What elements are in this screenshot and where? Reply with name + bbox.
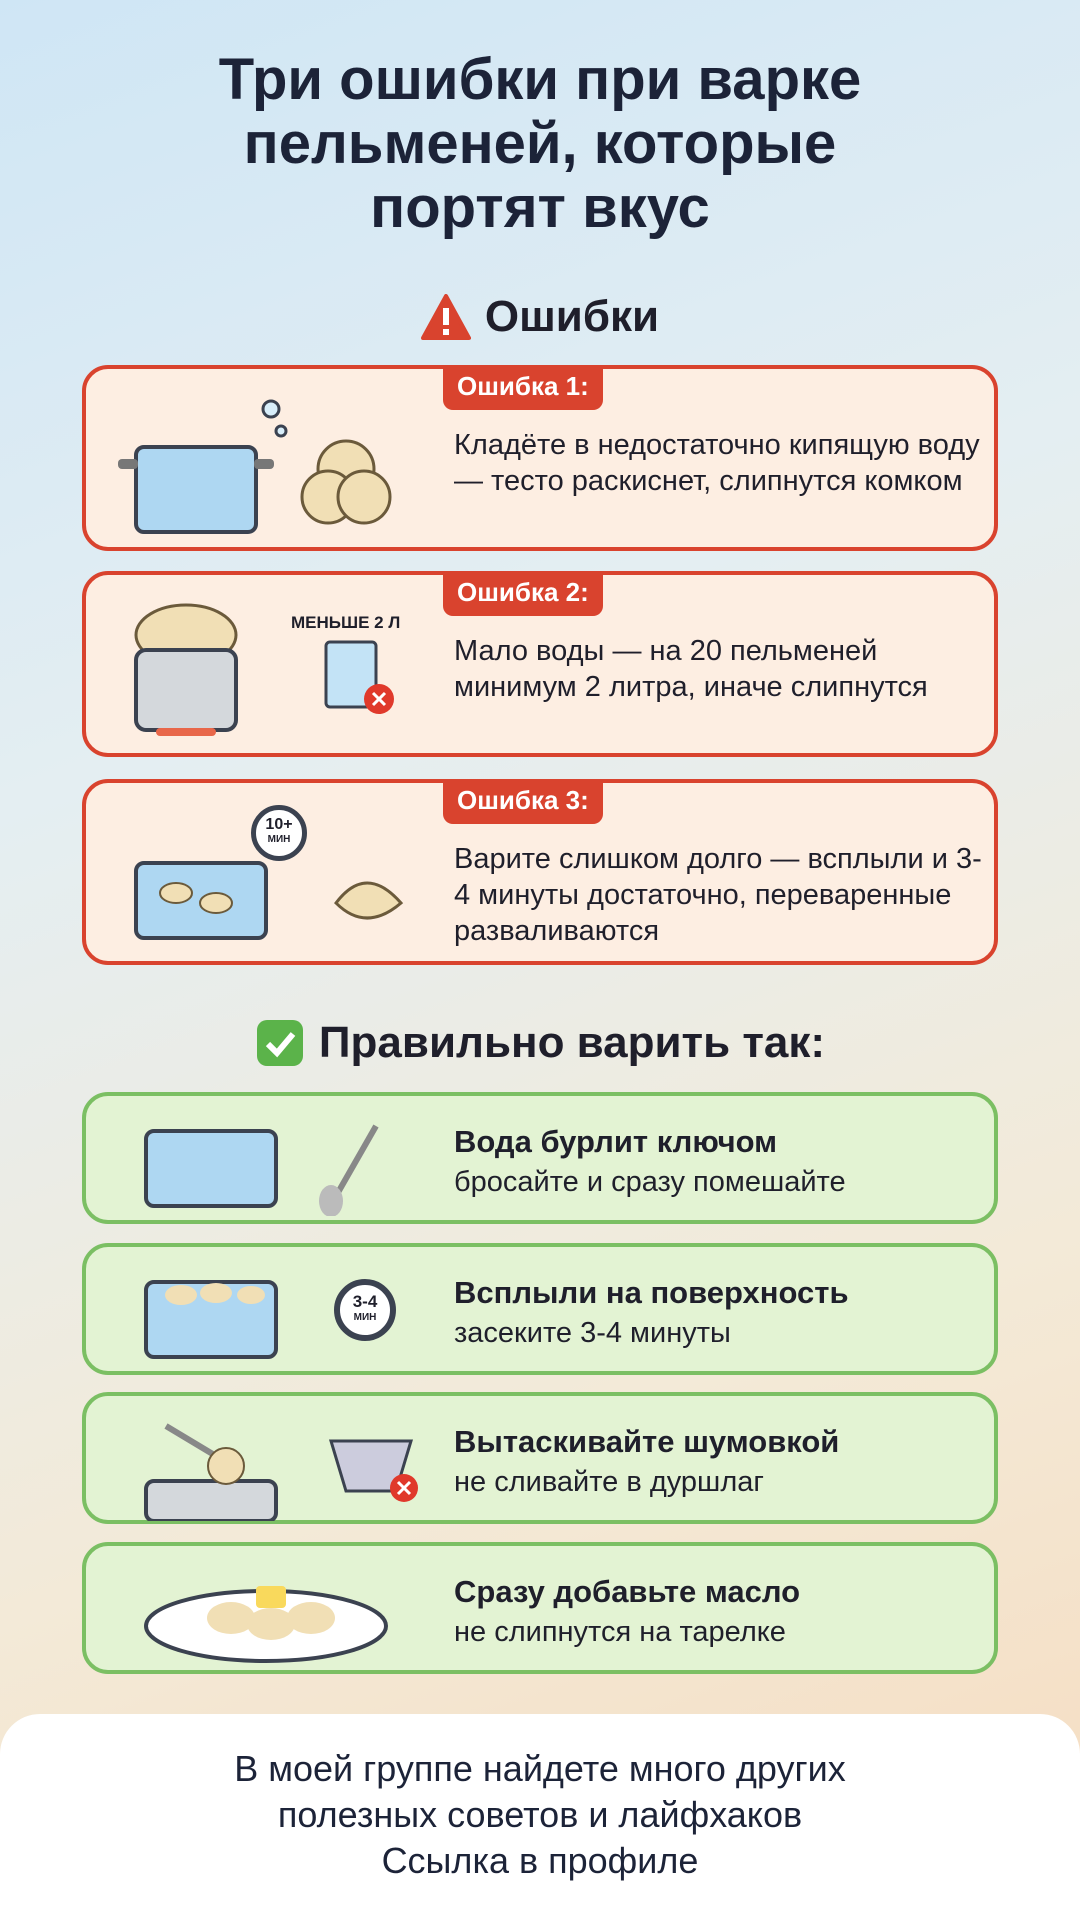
page-title: Три ошибки при варке пельменей, которые … <box>0 48 1080 240</box>
step-text: Вытаскивайте шумовкой не сливайте в дуршл… <box>454 1422 839 1502</box>
step-card-1: Вода бурлит ключом бросайте и сразу помеш… <box>82 1092 998 1224</box>
boiling-pot-icon <box>118 399 392 534</box>
checkmark-icon <box>256 1020 303 1066</box>
timer-unit: МИН <box>267 834 291 845</box>
title-line: Три ошибки при варке <box>218 47 862 112</box>
step-card-4: Сразу добавьте масло не слипнутся на таре… <box>82 1542 998 1674</box>
title-line: пельменей, которые <box>243 111 837 176</box>
skimmer-colander-icon <box>144 1423 418 1521</box>
step-title: Вода бурлит ключом <box>454 1124 778 1159</box>
step-text: Всплыли на поверхность засеките 3-4 минут… <box>454 1273 849 1353</box>
timer-value: 10+ <box>265 816 293 833</box>
error-card-2: Ошибка 2: МЕНЬШЕ 2 Л Мало воды — на 20 п… <box>82 571 998 757</box>
footer: В моей группе найдете много других полез… <box>0 1714 1080 1920</box>
error-card-3: Ошибка 3: 10+ МИН Варите слишком долго —… <box>82 779 998 965</box>
timer-icon: 10+ МИН <box>251 805 307 861</box>
boiling-pot-spoon-icon <box>144 1124 379 1216</box>
footer-line: В моей группе найдете много других <box>234 1748 846 1789</box>
error-badge: Ошибка 1: <box>443 365 603 410</box>
step-card-2: 3-4 МИН Всплыли на поверхность засеките 3… <box>82 1243 998 1375</box>
pot-full-of-dumplings-icon <box>134 603 238 736</box>
measuring-cup-cross-icon <box>324 640 394 714</box>
error-card-1: Ошибка 1: Кладёте в недостаточно кипящую… <box>82 365 998 551</box>
step-desc: бросайте и сразу помешайте <box>454 1166 846 1198</box>
error-text: Кладёте в недостаточно кипящую воду — те… <box>454 429 980 497</box>
step-desc: засеките 3-4 минуты <box>454 1317 731 1349</box>
step-desc: не сливайте в дуршлаг <box>454 1466 764 1498</box>
step-card-3: Вытаскивайте шумовкой не сливайте в дуршл… <box>82 1392 998 1524</box>
error-badge: Ошибка 2: <box>443 571 603 616</box>
step-desc: не слипнутся на тарелке <box>454 1616 786 1648</box>
correct-heading-text: Правильно варить так: <box>318 1018 826 1067</box>
step-text: Сразу добавьте масло не слипнутся на таре… <box>454 1572 800 1652</box>
warning-icon <box>420 294 471 340</box>
less-than-2l-label: МЕНЬШЕ 2 Л <box>291 613 401 632</box>
floating-dumplings-pot-icon <box>144 1280 278 1359</box>
error-text: Варите слишком долго — всплыли и 3-4 мин… <box>454 843 982 947</box>
errors-heading: Ошибки <box>0 292 1080 342</box>
step-title: Сразу добавьте масло <box>454 1574 801 1609</box>
profile-link-text[interactable]: Ссылка в профиле <box>381 1840 699 1881</box>
error-badge: Ошибка 3: <box>443 779 603 824</box>
timer-value: 3-4 <box>352 1292 378 1311</box>
title-line: портят вкус <box>370 175 710 240</box>
step-text: Вода бурлит ключом бросайте и сразу помеш… <box>454 1122 846 1202</box>
plate-butter-icon <box>144 1586 388 1663</box>
error-text: Мало воды — на 20 пельменей минимум 2 ли… <box>454 635 928 703</box>
timer-icon: 3-4 МИН <box>334 1279 396 1341</box>
footer-line: полезных советов и лайфхаков <box>277 1794 803 1835</box>
errors-heading-text: Ошибки <box>484 292 660 341</box>
step-title: Всплыли на поверхность <box>454 1275 849 1310</box>
step-title: Вытаскивайте шумовкой <box>454 1424 840 1459</box>
timer-unit: МИН <box>353 1312 377 1323</box>
correct-heading: Правильно варить так: <box>0 1018 1080 1068</box>
overcooking-pot-icon <box>134 861 404 940</box>
